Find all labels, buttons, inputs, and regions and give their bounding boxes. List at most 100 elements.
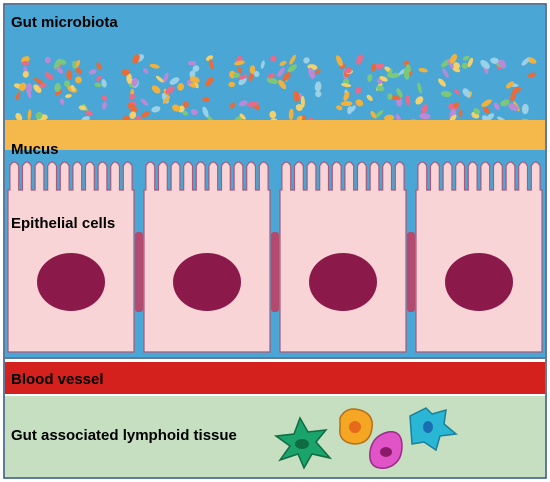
microbe-icon: [300, 95, 305, 108]
label-blood-vessel: Blood vessel: [11, 371, 104, 388]
microbe-icon: [101, 95, 108, 101]
microbe-icon: [155, 75, 164, 83]
microbe-icon: [38, 83, 47, 88]
microbe-icon: [387, 93, 393, 100]
microbe-icon: [27, 109, 32, 121]
microbe-icon: [26, 82, 33, 94]
microbe-icon: [238, 74, 248, 80]
microbe-icon: [234, 60, 245, 66]
microbe-icon: [131, 77, 139, 87]
microbe-icon: [315, 90, 322, 98]
microbe-icon: [209, 59, 214, 70]
microbe-icon: [129, 111, 137, 119]
microbe-icon: [336, 105, 343, 111]
microbe-icon: [44, 72, 54, 81]
microbe-icon: [340, 101, 353, 107]
microbe-icon: [527, 72, 536, 78]
microbe-icon: [70, 84, 76, 92]
microbe-icon: [367, 74, 373, 82]
microbe-icon: [21, 56, 30, 64]
macrophage-nucleus: [349, 421, 361, 433]
microbe-icon: [521, 58, 530, 66]
microbe-icon: [345, 68, 352, 74]
microbe-icon: [295, 104, 303, 111]
microbe-icon: [54, 82, 61, 92]
microbe-icon: [355, 86, 362, 95]
microbe-icon: [126, 73, 132, 83]
microbe-icon: [56, 66, 64, 74]
microbe-icon: [182, 110, 189, 116]
microbe-icon: [149, 63, 160, 69]
microbe-icon: [347, 106, 353, 115]
microbe-icon: [205, 76, 214, 87]
microbe-icon: [59, 98, 65, 105]
microbe-icon: [202, 106, 209, 118]
microbe-icon: [415, 96, 424, 105]
label-gut-microbiota: Gut microbiota: [11, 14, 118, 31]
microbe-icon: [88, 69, 97, 75]
microbe-icon: [343, 91, 350, 101]
microbe-icon: [387, 68, 393, 78]
dendritic-cell-nucleus: [423, 421, 433, 433]
blood-vessel: [5, 362, 545, 394]
tight-junction: [271, 232, 279, 312]
microbe-icon: [127, 102, 138, 113]
microbe-icon: [190, 109, 198, 116]
microbe-icon: [53, 58, 62, 70]
microbe-icon: [94, 82, 102, 88]
diagram-frame: [3, 3, 547, 479]
microbe-icon: [458, 109, 463, 117]
microbe-icon: [101, 79, 107, 88]
microbe-icon: [421, 104, 429, 114]
microbe-icon: [376, 85, 385, 92]
microbe-icon: [341, 83, 352, 88]
microbe-icon: [260, 60, 265, 69]
cell-nucleus: [173, 253, 241, 311]
microbe-icon: [132, 54, 140, 64]
microbe-icon: [453, 102, 460, 109]
microbe-icon: [288, 108, 294, 120]
microbe-icon: [35, 111, 43, 120]
microbe-icon: [75, 67, 82, 75]
lymphocyte-nucleus: [380, 447, 392, 457]
microbe-icon: [182, 101, 189, 108]
label-epithelial-cells: Epithelial cells: [11, 215, 115, 232]
microbe-icon: [500, 99, 510, 107]
microbe-icon: [248, 73, 254, 82]
microbe-icon: [521, 103, 529, 115]
microbe-icon: [64, 94, 72, 98]
microbe-icon: [508, 103, 519, 111]
microbe-icon: [169, 77, 180, 85]
label-mucus: Mucus: [11, 141, 59, 158]
microbe-icon: [483, 107, 491, 114]
microbe-icon: [270, 55, 277, 63]
microbe-icon: [189, 70, 196, 79]
microbe-icon: [278, 79, 287, 90]
microbe-icon: [78, 105, 87, 111]
microbe-icon: [19, 82, 27, 92]
microbe-icon: [140, 98, 149, 106]
microbe-icon: [163, 72, 169, 83]
microbe-icon: [505, 81, 515, 89]
microbe-icon: [289, 54, 296, 65]
cell-nucleus: [445, 253, 513, 311]
microbe-icon: [246, 101, 259, 107]
microbe-icon: [370, 110, 377, 119]
microbe-icon: [205, 55, 214, 61]
microbe-icon: [292, 90, 300, 103]
microbe-icon: [267, 73, 275, 79]
microbe-icon: [239, 113, 246, 120]
microbe-icon: [375, 110, 384, 118]
microbe-icon: [249, 65, 256, 74]
microbe-icon: [462, 88, 471, 98]
microbe-icon: [66, 70, 73, 80]
microbe-icon: [447, 58, 454, 69]
microbe-icon: [453, 89, 461, 95]
microbe-icon: [15, 112, 23, 122]
microbe-icon: [405, 94, 411, 107]
microbe-icon: [277, 67, 285, 77]
microbe-icon: [403, 60, 410, 66]
microbe-icon: [481, 99, 492, 107]
